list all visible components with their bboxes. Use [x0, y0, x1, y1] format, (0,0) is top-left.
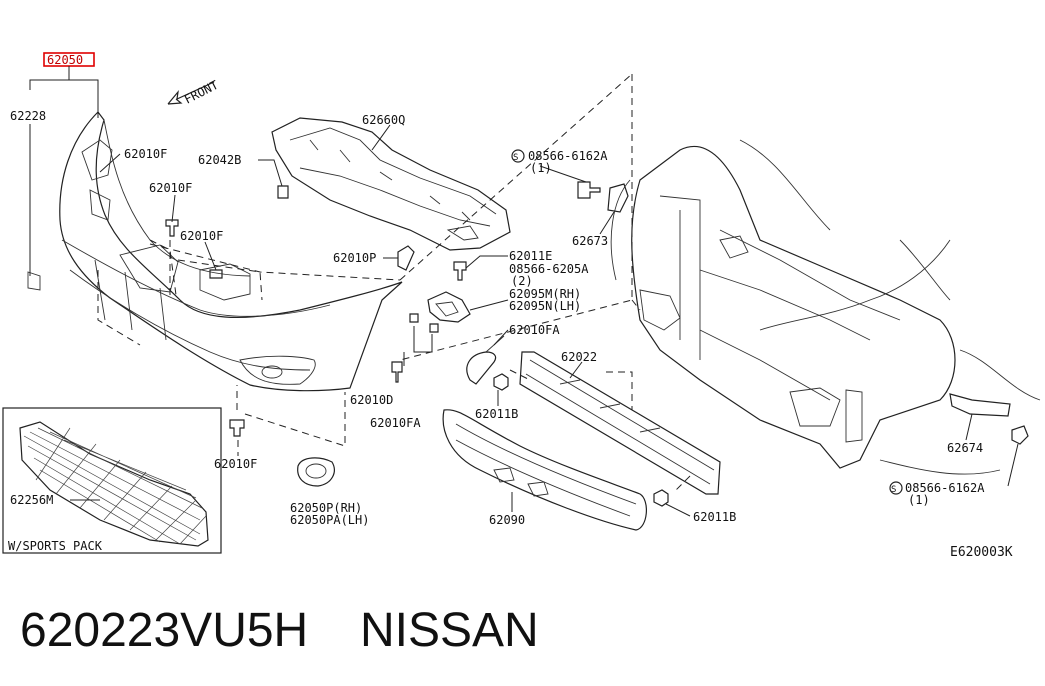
fog-lamp-cover[interactable]: [297, 457, 335, 487]
label-62010D[interactable]: 62010D: [350, 393, 393, 407]
reinforcement-guide: [509, 369, 691, 491]
part-number: 620223VU5H: [20, 604, 308, 657]
label-62674[interactable]: 62674: [947, 441, 983, 455]
leader-08566-top: [539, 165, 587, 183]
brand-name: NISSAN: [360, 604, 539, 657]
label-62673[interactable]: 62673: [572, 234, 608, 248]
radiator-core-support[interactable]: [610, 139, 1041, 475]
leader-62010F-b: [171, 194, 176, 223]
assembly-boundary: [149, 73, 641, 361]
leader-bracket-group: [403, 326, 433, 366]
label-62050[interactable]: 62050: [47, 53, 83, 67]
diagram-code: E620003K: [950, 545, 1013, 560]
label-62050P[interactable]: 62050P(RH): [290, 501, 362, 515]
dashed-guide-2: [169, 240, 263, 301]
leader-62660Q: [371, 124, 391, 151]
leader-62011E: [465, 255, 508, 269]
leader-62095: [469, 299, 509, 311]
label-62010P[interactable]: 62010P: [333, 251, 376, 265]
clip-icon: [165, 185, 403, 437]
label-62095N[interactable]: 62095N(LH): [509, 299, 581, 313]
support-stay[interactable]: [577, 181, 629, 213]
label-62010F-d[interactable]: 62010F: [214, 457, 257, 471]
svg-text:S: S: [891, 485, 896, 495]
label-62050PA[interactable]: 62050PA(LH): [290, 513, 369, 527]
label-62010F-b[interactable]: 62010F: [149, 181, 192, 195]
label-08566-6205A-qty: (2): [511, 274, 533, 288]
label-08566-6205A[interactable]: 08566-6205A: [509, 262, 589, 276]
leader-62010FA-a: [493, 329, 509, 346]
leader-62011B-b: [665, 503, 691, 517]
bracket-62050: [29, 66, 99, 118]
leader-08566-bot: [1007, 443, 1019, 487]
sports-grille[interactable]: [19, 421, 209, 547]
screw-symbol-icon: S S: [511, 149, 903, 495]
label-08566-6162A-top-qty: (1): [530, 161, 552, 175]
label-62011E[interactable]: 62011E: [509, 249, 552, 263]
label-62228[interactable]: 62228: [10, 109, 46, 123]
svg-text:S: S: [513, 153, 518, 163]
label-62042B[interactable]: 62042B: [198, 153, 241, 167]
label-08566-6162A-top[interactable]: 08566-6162A: [528, 149, 608, 163]
leader-62674: [965, 413, 973, 441]
leader-62010F-a: [99, 153, 121, 173]
label-08566-6162A-bot-qty: (1): [908, 493, 930, 507]
side-stay[interactable]: [949, 393, 1029, 445]
bumper-fascia[interactable]: [27, 111, 403, 392]
energy-absorber[interactable]: [442, 409, 647, 531]
sports-pack-inset: [2, 407, 222, 554]
label-62010FA-a[interactable]: 62010FA: [509, 323, 560, 337]
leader-62022: [569, 361, 583, 379]
bumper-bracket[interactable]: [409, 261, 471, 333]
bumper-reinforcement[interactable]: [519, 351, 721, 495]
dashed-guide: [236, 385, 346, 456]
leader-62042B: [258, 159, 283, 187]
cable-tie[interactable]: [466, 335, 505, 385]
label-62011B-b[interactable]: 62011B: [693, 510, 736, 524]
pad-62010P[interactable]: [397, 245, 415, 271]
label-62090[interactable]: 62090: [489, 513, 525, 527]
label-62011B-a[interactable]: 62011B: [475, 407, 518, 421]
inset-caption: W/SPORTS PACK: [8, 539, 103, 553]
leader-62673: [599, 211, 615, 235]
label-62010F-c[interactable]: 62010F: [180, 229, 223, 243]
label-62010FA-b[interactable]: 62010FA: [370, 416, 421, 430]
label-08566-6162A-bot[interactable]: 08566-6162A: [905, 481, 985, 495]
nut-icon: [493, 373, 669, 507]
label-62095M[interactable]: 62095M(RH): [509, 287, 581, 301]
label-62010F-a[interactable]: 62010F: [124, 147, 167, 161]
label-62022[interactable]: 62022: [561, 350, 597, 364]
engine-under-cover[interactable]: [271, 117, 511, 251]
front-arrow-icon: FRONT: [167, 78, 221, 107]
front-label: FRONT: [182, 78, 221, 107]
label-62256M[interactable]: 62256M: [10, 493, 53, 507]
label-62660Q[interactable]: 62660Q: [362, 113, 405, 127]
